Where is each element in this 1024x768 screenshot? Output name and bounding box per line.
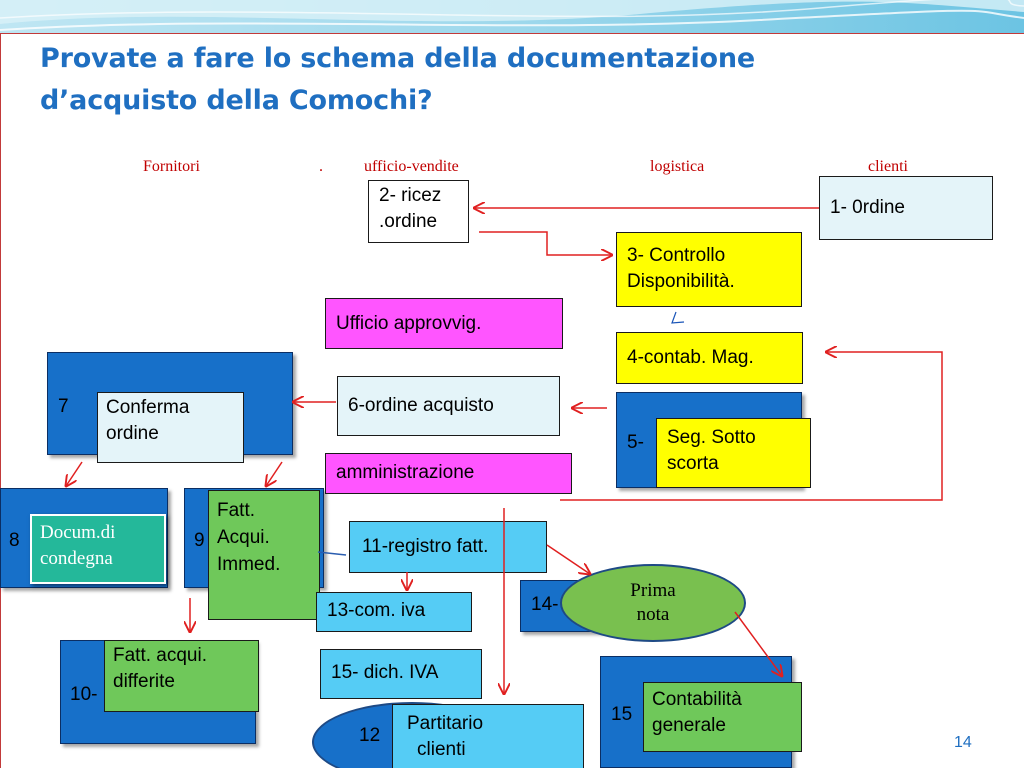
wave-banner bbox=[0, 0, 1024, 34]
box-dich-iva: 15- dich. IVA bbox=[320, 649, 482, 699]
fatt-imm-line-1: Fatt. bbox=[217, 500, 256, 521]
contab-line-2: generale bbox=[652, 715, 726, 736]
docum-line-2: condegna bbox=[40, 548, 113, 569]
registro-label: 11-registro fatt. bbox=[362, 536, 489, 557]
box-contab-mag: 4-contab. Mag. bbox=[616, 332, 803, 384]
title-line-2: d’acquisto della Comochi? bbox=[40, 85, 433, 116]
slide-title: Provate a fare lo schema della documenta… bbox=[40, 38, 900, 122]
com-iva-label: 13-com. iva bbox=[327, 600, 426, 621]
arrow-loop-to-contab-mag bbox=[560, 352, 943, 501]
arrow-fatt-to-registro bbox=[317, 551, 347, 556]
frame-top-line bbox=[0, 33, 1024, 34]
header-fornitori: Fornitori bbox=[143, 158, 200, 175]
seg-line-2: scorta bbox=[667, 453, 719, 474]
dich-iva-label: 15- dich. IVA bbox=[331, 662, 439, 683]
fatt-diff-line-1: Fatt. acqui. bbox=[113, 645, 207, 666]
box-fatt-acqui-immed: Fatt. Acqui. Immed. bbox=[208, 490, 320, 620]
arrow-7-to-8 bbox=[66, 461, 83, 486]
box-ufficio-approvvig: Ufficio approvvig. bbox=[325, 298, 563, 349]
conferma-line-2: ordine bbox=[106, 423, 159, 444]
number-8: 8 bbox=[9, 530, 20, 551]
arrow-prima-to-contab bbox=[734, 611, 782, 676]
partitario-line-2: clienti bbox=[417, 739, 466, 760]
number-10: 10- bbox=[70, 684, 98, 705]
prima-nota-text: Prima nota bbox=[630, 579, 675, 627]
arrow-ricez-to-controllo bbox=[479, 231, 612, 255]
fatt-diff-line-2: differite bbox=[113, 671, 175, 692]
number-5: 5- bbox=[627, 432, 644, 453]
header-clienti: clienti bbox=[868, 158, 908, 175]
number-14: 14- bbox=[531, 594, 559, 615]
number-12: 12 bbox=[359, 725, 381, 746]
box-registro-fatt: 11-registro fatt. bbox=[349, 521, 547, 573]
header-logistica: logistica bbox=[650, 158, 705, 175]
box-contabilita-generale: Contabilità generale bbox=[643, 682, 802, 752]
partitario-line-1: Partitario bbox=[407, 713, 484, 734]
page-number: 14 bbox=[954, 734, 972, 751]
box-partitario-clienti: Partitario clienti bbox=[392, 704, 584, 768]
box-docum-condegna: Docum.di condegna bbox=[30, 514, 166, 584]
ordine-label: 1- 0rdine bbox=[830, 197, 905, 218]
controllo-line-1: 3- Controllo bbox=[627, 245, 726, 266]
fatt-imm-line-3: Immed. bbox=[217, 554, 281, 575]
amministrazione-label: amministrazione bbox=[336, 462, 475, 483]
box-fatt-acqui-differite: Fatt. acqui. differite bbox=[104, 640, 259, 712]
scribble-mark bbox=[671, 311, 685, 324]
ricez-line-1: 2- ricez bbox=[379, 185, 442, 206]
arrow-registro-to-prima-nota bbox=[546, 544, 590, 574]
number-15: 15 bbox=[611, 704, 633, 725]
conferma-line-1: Conferma bbox=[106, 397, 190, 418]
box-ordine-cliente: 1- 0rdine bbox=[819, 176, 993, 240]
contab-mag-label: 4-contab. Mag. bbox=[627, 347, 754, 368]
frame-left-line bbox=[0, 34, 1, 768]
box-conferma-ordine: Conferma ordine bbox=[97, 392, 244, 463]
box-ordine-acquisto: 6-ordine acquisto bbox=[337, 376, 560, 436]
box-seg-sotto-scorta: Seg. Sotto scorta bbox=[656, 418, 811, 488]
box-com-iva: 13-com. iva bbox=[316, 592, 472, 632]
contab-line-1: Contabilità bbox=[652, 689, 742, 710]
controllo-line-2: Disponibilità. bbox=[627, 271, 735, 292]
number-9: 9 bbox=[194, 530, 205, 551]
title-line-1: Provate a fare lo schema della documenta… bbox=[40, 43, 755, 74]
docum-line-1: Docum.di bbox=[40, 522, 116, 543]
ricez-line-2: .ordine bbox=[379, 211, 438, 232]
number-7: 7 bbox=[58, 396, 69, 417]
prima-line-2: nota bbox=[636, 604, 670, 625]
header-dot: . bbox=[319, 158, 323, 175]
ordine-acquisto-label: 6-ordine acquisto bbox=[348, 395, 494, 416]
box-ricez-ordine: 2- ricez .ordine bbox=[368, 180, 469, 243]
prima-line-1: Prima bbox=[630, 580, 676, 601]
fatt-imm-line-2: Acqui. bbox=[217, 527, 270, 548]
box-amministrazione: amministrazione bbox=[325, 453, 572, 494]
ufficio-approvvig-label: Ufficio approvvig. bbox=[336, 313, 482, 334]
box-controllo-disponibilita: 3- Controllo Disponibilità. bbox=[616, 232, 802, 307]
ellipse-prima-nota: Prima nota bbox=[560, 564, 746, 642]
arrow-7-to-9 bbox=[266, 461, 283, 486]
seg-line-1: Seg. Sotto bbox=[667, 427, 756, 448]
header-ufficio-vendite: ufficio-vendite bbox=[364, 158, 459, 175]
